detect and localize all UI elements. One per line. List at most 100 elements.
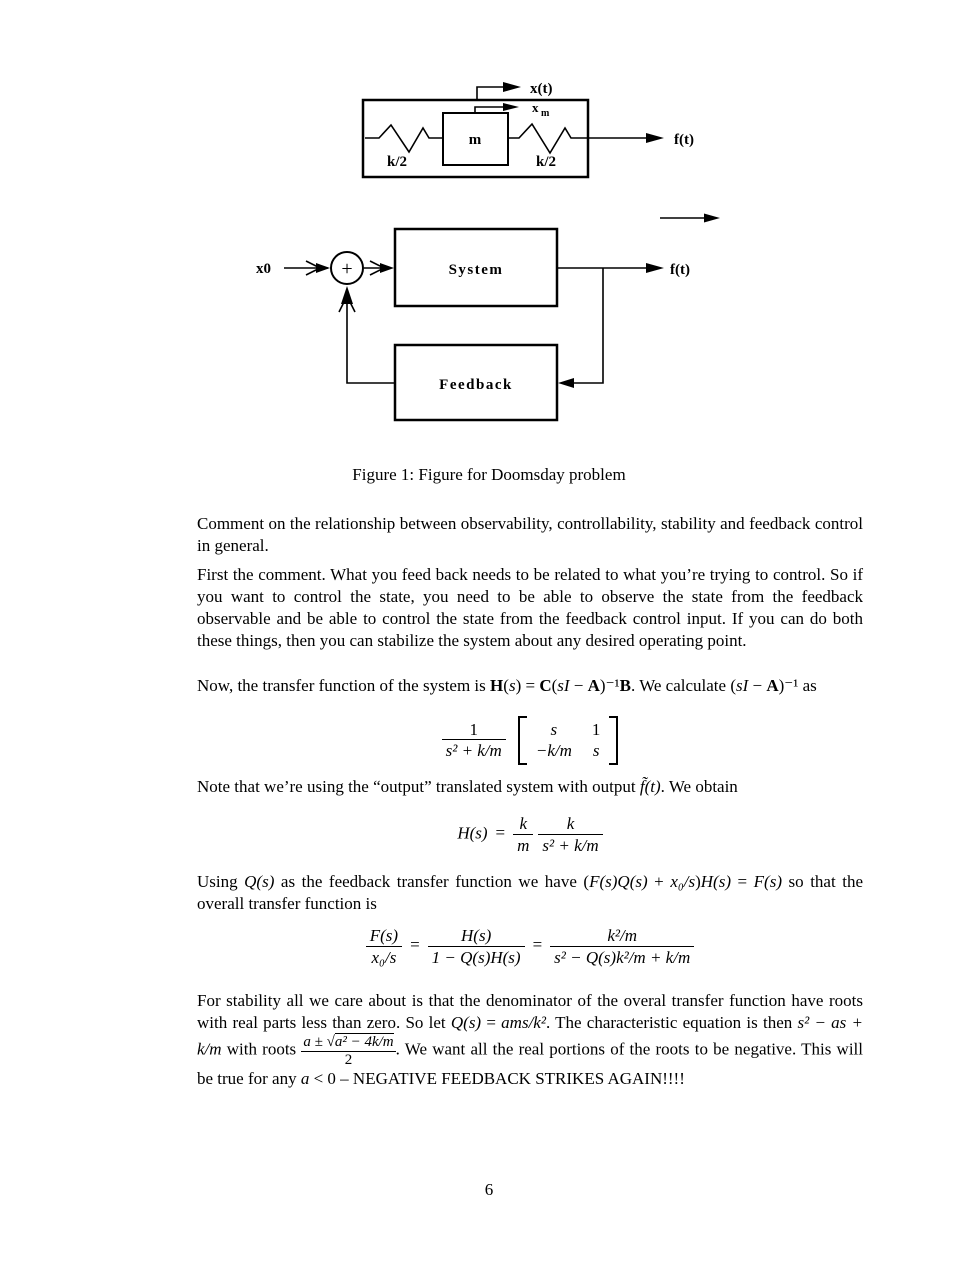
math-run: B xyxy=(619,676,631,695)
fraction-numerator: H(s) xyxy=(461,926,492,945)
text-run: . We calculate ( xyxy=(631,676,736,695)
plus-sign: + xyxy=(341,258,352,280)
output-arrowhead-icon xyxy=(646,263,664,273)
math-run: ( xyxy=(503,676,509,695)
fraction-numerator: F(s) xyxy=(369,926,399,945)
math-run: A xyxy=(587,676,600,695)
return-arrowhead-icon xyxy=(341,286,353,304)
fraction-denominator: 2 xyxy=(301,1050,396,1069)
fraction-numerator: a ± √a² − 4k/m xyxy=(301,1033,395,1051)
input-label: x0 xyxy=(256,261,271,277)
paragraph-feedback-tf: Using Q(s) as the feedback transfer func… xyxy=(197,871,863,915)
force-arrowhead-icon xyxy=(646,133,664,143)
x-of-t-label: x(t) xyxy=(530,81,553,97)
text-run: Now, the transfer function of the system… xyxy=(197,676,491,695)
math-run: A xyxy=(766,676,779,695)
text-run: . We want all the real portions of the r… xyxy=(197,1039,863,1089)
xm-subscript-label: m xyxy=(541,108,550,119)
xm-label: x xyxy=(532,100,539,115)
spring-right xyxy=(508,122,586,155)
fraction-denominator: x₀/s xyxy=(365,945,403,968)
output-label: f(t) xyxy=(670,262,690,278)
branch-line xyxy=(574,268,604,384)
paragraph-stability: For stability all we care about is that … xyxy=(197,990,863,1090)
stray-arrowhead-icon xyxy=(704,213,720,223)
text-run: . The characteristic equation is then xyxy=(545,1013,798,1032)
fraction-numerator: k xyxy=(519,814,528,833)
radicand: a² − 4k/m xyxy=(334,1033,394,1050)
input-arrowhead-icon xyxy=(316,263,330,273)
math-run: a xyxy=(300,1069,310,1088)
feedback-label: Feedback xyxy=(439,377,513,393)
paragraph-comment-answer: First the comment. What you feed back ne… xyxy=(197,565,863,650)
math-run: ( xyxy=(551,676,558,695)
left-bracket-icon xyxy=(517,716,527,765)
radical-icon: √ xyxy=(326,1034,335,1050)
sum-out-arrowhead-icon xyxy=(380,263,394,273)
math-run: s² − as + k/m xyxy=(197,1013,863,1059)
math-run: H(s) xyxy=(457,823,488,843)
fraction: H(s)1 − Q(s)H(s) xyxy=(427,926,525,968)
paragraph-transfer-function: Now, the transfer function of the system… xyxy=(197,675,863,697)
math-run: sI xyxy=(735,676,749,695)
fraction-denominator: 1 − Q(s)H(s) xyxy=(427,945,525,968)
fraction-numerator: 1 xyxy=(469,719,478,739)
math-run: H xyxy=(490,676,504,695)
math-run: = xyxy=(731,872,754,891)
text-run: < 0 – NEGATIVE FEEDBACK STRIKES AGAIN!!!… xyxy=(309,1069,685,1088)
math-run: a ± xyxy=(303,1034,327,1050)
math-run: sI xyxy=(557,676,570,695)
matrix-cell: s xyxy=(550,720,558,739)
spring-right-label: k/2 xyxy=(536,154,556,170)
text-run: Using xyxy=(197,872,245,891)
text-run: Note that we’re using the “output” trans… xyxy=(197,777,640,796)
force-label: f(t) xyxy=(674,132,694,148)
fraction: F(s)x₀/s xyxy=(365,926,403,968)
math-run: s xyxy=(508,676,516,695)
feedback-block-diagram: x0 + System f(t) Feedback xyxy=(256,213,720,422)
feedback-in-arrowhead-icon xyxy=(558,378,574,388)
math-run: + xyxy=(647,872,671,891)
equals-sign: = xyxy=(532,935,543,955)
text-run: as the feedback transfer function we hav… xyxy=(274,872,590,891)
math-run: f̃(t) xyxy=(639,777,661,796)
matrix-cell: −k/m xyxy=(535,741,572,761)
system-label: System xyxy=(449,262,504,278)
equals-sign: = xyxy=(495,823,506,843)
x-arrowhead-icon xyxy=(503,82,521,92)
fraction-denominator: s² − Q(s)k²/m + k/m xyxy=(550,945,695,968)
paragraph-note-output: Note that we’re using the “output” trans… xyxy=(197,776,863,798)
math-run: ) xyxy=(695,872,701,891)
math-run: − xyxy=(748,676,767,695)
text-run: with roots xyxy=(221,1039,302,1059)
xm-arrowhead-icon xyxy=(503,103,519,111)
text-run: so that the overall transfer function is xyxy=(197,872,863,913)
return-line xyxy=(346,300,395,384)
math-run: F(s) xyxy=(753,872,782,891)
math-run: )⁻¹ xyxy=(599,676,620,695)
page-number: 6 xyxy=(484,1180,494,1199)
fraction-denominator: s² + k/m xyxy=(538,833,603,856)
fraction-denominator: s² + k/m xyxy=(441,739,506,761)
matrix-cell: s xyxy=(592,741,600,761)
math-run: − xyxy=(569,676,588,695)
mass-label: m xyxy=(469,132,482,148)
spring-left xyxy=(365,123,443,154)
text-run: For stability all we care about is that … xyxy=(197,991,863,1032)
paragraph-comment-prompt: Comment on the relationship between obse… xyxy=(197,514,863,555)
math-run: H(s) xyxy=(700,872,731,891)
math-run: ) = xyxy=(515,676,540,695)
spring-left-label: k/2 xyxy=(387,154,407,170)
fraction-numerator: k xyxy=(566,814,575,833)
